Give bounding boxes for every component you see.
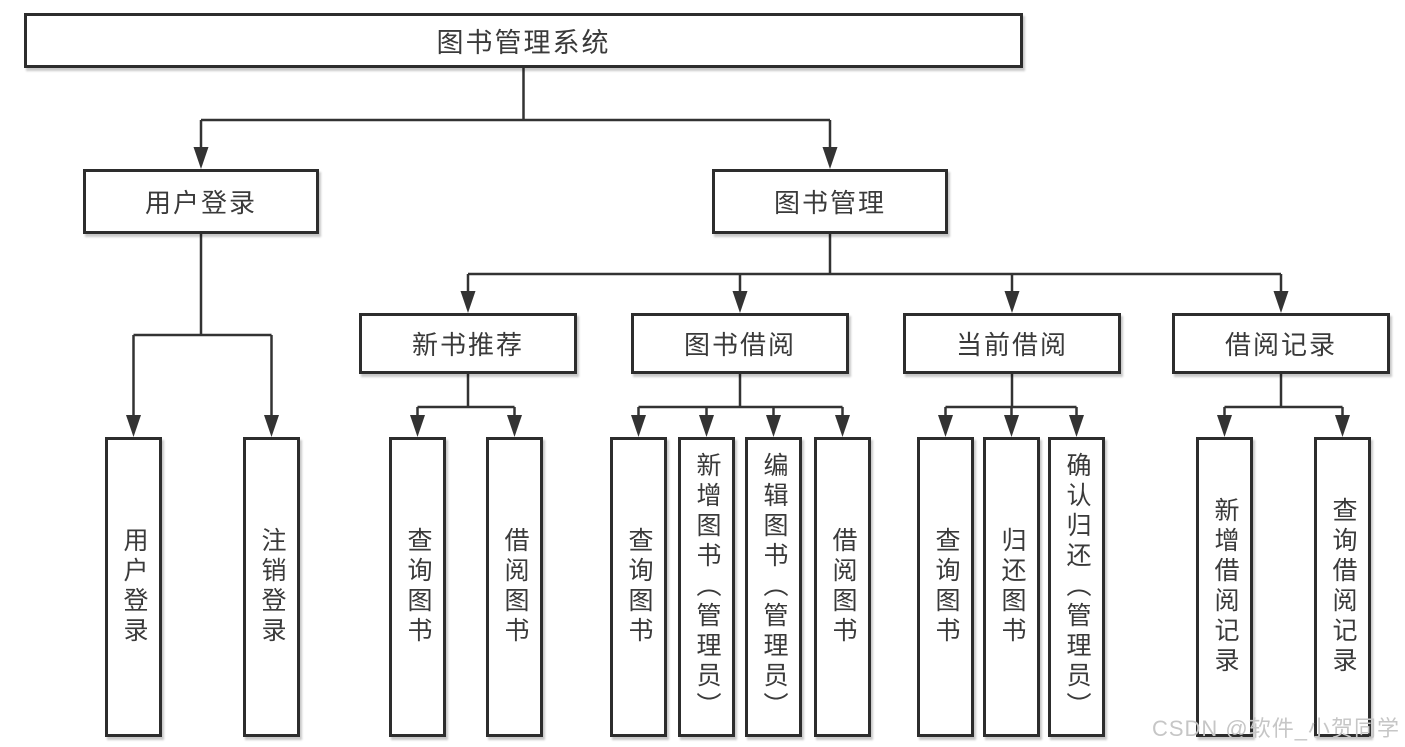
node-leaf-borrow-books-recommend: 借阅图书 [486, 437, 543, 737]
arrowhead-icon [126, 415, 141, 437]
node-user-login: 用户登录 [83, 169, 319, 234]
arrowheads-group [126, 147, 1350, 437]
arrowhead-icon [631, 415, 646, 437]
node-leaf-logout: 注销登录 [243, 437, 300, 737]
arrowhead-icon [460, 291, 476, 313]
arrowhead-icon [938, 415, 953, 437]
node-leaf-return-books: 归还图书 [983, 437, 1040, 737]
node-leaf-borrow-books-borrowing: 借阅图书 [814, 437, 871, 737]
arrowhead-icon [766, 415, 781, 437]
connector-book-mgmt-branch [466, 234, 1283, 291]
arrowhead-icon [1217, 415, 1232, 437]
arrowhead-icon [835, 415, 850, 437]
node-leaf-query-books-current: 查询图书 [917, 437, 974, 737]
watermark: CSDN @软件_小贺同学 [1151, 716, 1400, 741]
node-borrowing-records: 借阅记录 [1172, 313, 1390, 374]
node-leaf-edit-books-admin: 编辑图书（管理员） [745, 437, 802, 737]
arrowhead-icon [507, 415, 522, 437]
arrowhead-icon [410, 415, 425, 437]
node-leaf-query-borrow-record: 查询借阅记录 [1314, 437, 1371, 737]
node-leaf-query-books-borrowing: 查询图书 [610, 437, 667, 737]
arrowhead-icon [822, 147, 838, 169]
node-leaf-add-borrow-record: 新增借阅记录 [1196, 437, 1253, 737]
arrowhead-icon [1335, 415, 1350, 437]
arrowhead-icon [1273, 291, 1289, 313]
arrowhead-icon [1069, 415, 1084, 437]
connector-new-book-branch [416, 374, 516, 415]
node-book-management: 图书管理 [712, 169, 948, 234]
node-new-book-recommendation: 新书推荐 [359, 313, 577, 374]
node-leaf-confirm-return-admin: 确认归还（管理员） [1048, 437, 1105, 737]
connector-book-borrow-branch [637, 374, 844, 415]
arrowhead-icon [1004, 415, 1019, 437]
connector-borrow-rec-branch [1223, 374, 1344, 415]
connector-root-to-level2 [199, 68, 832, 147]
node-library-management-system: 图书管理系统 [24, 13, 1023, 68]
node-leaf-query-books-recommend: 查询图书 [389, 437, 446, 737]
arrowhead-icon [1004, 291, 1020, 313]
node-current-borrowing: 当前借阅 [903, 313, 1121, 374]
arrowhead-icon [699, 415, 714, 437]
connector-user-login-branch [132, 234, 273, 415]
node-leaf-user-login: 用户登录 [105, 437, 162, 737]
connector-cur-borrow-branch [944, 374, 1078, 415]
node-leaf-add-books-admin: 新增图书（管理员） [678, 437, 735, 737]
node-book-borrowing: 图书借阅 [631, 313, 849, 374]
arrowhead-icon [193, 147, 209, 169]
arrowhead-icon [264, 415, 279, 437]
arrowhead-icon [732, 291, 748, 313]
